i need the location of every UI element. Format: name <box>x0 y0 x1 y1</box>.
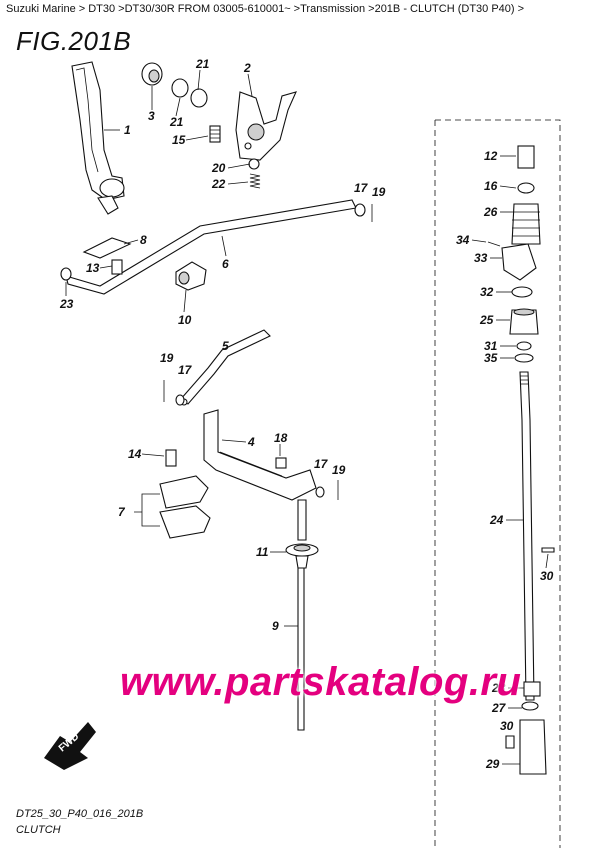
callout-33: 33 <box>474 251 488 265</box>
part-31-o-ring[interactable] <box>516 341 532 351</box>
part-17-washer-mid[interactable] <box>175 394 185 406</box>
part-22-spring[interactable] <box>249 173 261 189</box>
callout-29: 29 <box>485 757 500 771</box>
part-7-bracket[interactable] <box>159 475 211 539</box>
part-17-washer-low[interactable] <box>315 486 325 498</box>
callout-21a: 21 <box>195 57 210 71</box>
part-12-collar[interactable] <box>517 145 535 169</box>
callout-15: 15 <box>172 133 186 147</box>
callout-27: 27 <box>491 701 507 715</box>
callout-13: 13 <box>86 261 100 275</box>
callout-35: 35 <box>484 351 498 365</box>
callout-14: 14 <box>128 447 142 461</box>
callout-23: 23 <box>59 297 74 311</box>
part-23-washer[interactable] <box>60 267 72 281</box>
figure-title: FIG.201B <box>16 26 132 56</box>
part-35-washer[interactable] <box>514 353 534 363</box>
callout-5: 5 <box>222 339 229 353</box>
callout-17c: 17 <box>314 457 329 471</box>
callout-31: 31 <box>484 339 498 353</box>
part-34-screw[interactable] <box>487 241 501 247</box>
document-code: DT25_30_P40_016_201B <box>16 808 144 820</box>
figure-caption: CLUTCH <box>16 824 61 836</box>
part-9-rod[interactable] <box>297 499 307 731</box>
callout-30a: 30 <box>540 569 554 583</box>
part-17-washer[interactable] <box>354 203 366 217</box>
part-32-o-ring[interactable] <box>511 286 533 298</box>
part-3-knob[interactable] <box>141 62 163 86</box>
callout-2: 2 <box>243 61 251 75</box>
part-33-holder[interactable] <box>501 243 537 281</box>
part-30-pin-upper[interactable] <box>541 547 555 553</box>
callout-9: 9 <box>272 619 279 633</box>
callout-11: 11 <box>256 545 269 559</box>
callout-22: 22 <box>211 177 226 191</box>
part-26-bellows[interactable] <box>511 203 541 245</box>
part-11-grommet[interactable] <box>285 543 319 569</box>
callout-3: 3 <box>148 109 155 123</box>
callout-8: 8 <box>140 233 147 247</box>
part-21-bushing[interactable] <box>171 78 208 108</box>
callout-17b: 17 <box>178 363 193 377</box>
part-2-cam-plate[interactable] <box>235 91 297 161</box>
callout-21b: 21 <box>169 115 184 129</box>
part-20-ball[interactable] <box>248 158 260 170</box>
callout-4: 4 <box>247 435 255 449</box>
callout-1: 1 <box>124 123 131 137</box>
part-10-bushing[interactable] <box>175 261 207 291</box>
watermark: www.partskatalog.ru <box>120 660 522 704</box>
part-14-bolt[interactable] <box>165 449 177 467</box>
callout-16: 16 <box>484 179 498 193</box>
callout-17a: 17 <box>354 181 369 195</box>
part-30-pin-lower[interactable] <box>505 735 515 749</box>
part-15-bolt[interactable] <box>209 125 221 143</box>
part-27-washer[interactable] <box>521 701 539 711</box>
callout-34: 34 <box>456 233 470 247</box>
callout-7: 7 <box>118 505 126 519</box>
part-16-ring[interactable] <box>517 182 535 194</box>
callout-12: 12 <box>484 149 498 163</box>
callout-25: 25 <box>479 313 494 327</box>
callout-19a: 19 <box>372 185 386 199</box>
part-24-shift-rod[interactable] <box>519 371 535 701</box>
assembly-boundary <box>435 119 561 848</box>
callout-26: 26 <box>483 205 498 219</box>
callout-32: 32 <box>480 285 494 299</box>
callout-10: 10 <box>178 313 192 327</box>
callout-labels: 1 2 3 21 21 15 20 22 17 19 8 13 23 6 10 … <box>59 57 554 771</box>
part-29-shift-coupler[interactable] <box>519 719 547 775</box>
part-18-pin[interactable] <box>275 457 287 469</box>
part-13-bolt[interactable] <box>111 259 123 275</box>
callout-19b: 19 <box>160 351 174 365</box>
callout-6: 6 <box>222 257 229 271</box>
fwd-arrow-icon: FWD <box>44 722 96 770</box>
callout-19c: 19 <box>332 463 346 477</box>
part-1-clutch-lever[interactable] <box>71 61 125 215</box>
callout-18: 18 <box>274 431 288 445</box>
part-8-clip[interactable] <box>82 237 132 259</box>
callout-30b: 30 <box>500 719 514 733</box>
callout-20: 20 <box>211 161 226 175</box>
callout-24: 24 <box>489 513 504 527</box>
breadcrumb[interactable]: Suzuki Marine > DT30 >DT30/30R FROM 0300… <box>6 3 525 15</box>
part-28-collar[interactable] <box>523 681 541 697</box>
part-4-shift-shaft[interactable] <box>203 409 317 501</box>
part-25-seal[interactable] <box>509 308 539 335</box>
callout-28: 28 <box>491 681 506 695</box>
